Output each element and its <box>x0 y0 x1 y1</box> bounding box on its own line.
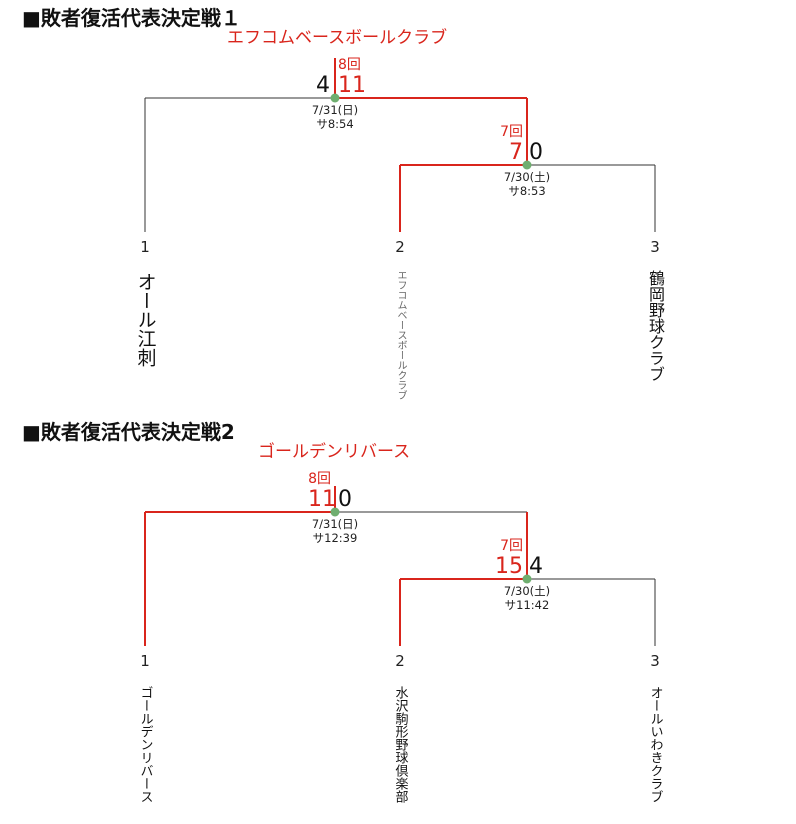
b1-team-2-seed: 2 <box>395 238 405 256</box>
b1-team-3-seed: 3 <box>650 238 660 256</box>
b1-final-node <box>330 93 340 103</box>
b1-final-score-right: 11 <box>338 73 366 98</box>
b1-semi-node <box>522 160 532 170</box>
b2-semi-time: サ11:42 <box>504 598 550 612</box>
b1-team-1-name[interactable]: オール江刺 <box>134 272 157 367</box>
bracket-1-winner[interactable]: エフコムベースボールクラブ <box>227 28 448 48</box>
b2-semi-score-left: 15 <box>495 554 523 579</box>
b2-semi-node <box>522 574 532 584</box>
b1-final-score-left: 4 <box>316 73 330 98</box>
b1-final-time: サ8:54 <box>316 117 354 131</box>
b1-final-inning: 8回 <box>338 57 361 73</box>
b2-final-time: サ12:39 <box>312 531 358 545</box>
b2-team-2-name[interactable]: 水沢駒形野球倶楽部 <box>392 686 408 803</box>
b1-semi-date: 7/30(土) <box>503 170 551 184</box>
b1-semi-score-right: 0 <box>529 140 543 165</box>
b2-team-3-seed: 3 <box>650 652 660 670</box>
b2-final-score-right: 0 <box>338 487 352 512</box>
b1-team-1-seed: 1 <box>140 238 150 256</box>
bracket-2-title: ■敗者復活代表決定戦2 <box>22 420 235 444</box>
b2-semi-inning: 7回 <box>500 538 523 554</box>
b2-final-date: 7/31(日) <box>311 517 359 531</box>
b2-semi-date: 7/30(土) <box>503 584 551 598</box>
b2-semi-score-right: 4 <box>529 554 543 579</box>
b1-semi-score-left: 7 <box>509 140 523 165</box>
b2-final-node <box>330 507 340 517</box>
b1-semi-inning: 7回 <box>500 124 523 140</box>
b1-semi-time: サ8:53 <box>508 184 546 198</box>
b2-team-1-seed: 1 <box>140 652 150 670</box>
b2-team-3-name[interactable]: オールいわきクラブ <box>647 686 663 803</box>
bracket-2-winner[interactable]: ゴールデンリバース <box>258 442 411 462</box>
b2-team-2-seed: 2 <box>395 652 405 670</box>
bracket-1-title: ■敗者復活代表決定戦１ <box>22 6 241 30</box>
b2-final-inning: 8回 <box>308 471 331 487</box>
bracket-1: ■敗者復活代表決定戦１ エフコムベースボールクラブ 8回 4 11 7/31(日… <box>0 0 796 410</box>
b1-final-date: 7/31(日) <box>311 103 359 117</box>
bracket-1-lines <box>144 58 656 232</box>
bracket-2-lines <box>144 486 656 646</box>
b1-team-3-name[interactable]: 鶴岡野球クラブ <box>646 270 665 382</box>
bracket-2: ■敗者復活代表決定戦2 ゴールデンリバース 8回 11 0 7/31(日) サ1… <box>0 414 796 824</box>
b1-team-2-name[interactable]: エフコムベースボールクラブ <box>395 270 406 400</box>
b2-team-1-name[interactable]: ゴールデンリバース <box>137 686 153 803</box>
b2-final-score-left: 11 <box>308 487 336 512</box>
